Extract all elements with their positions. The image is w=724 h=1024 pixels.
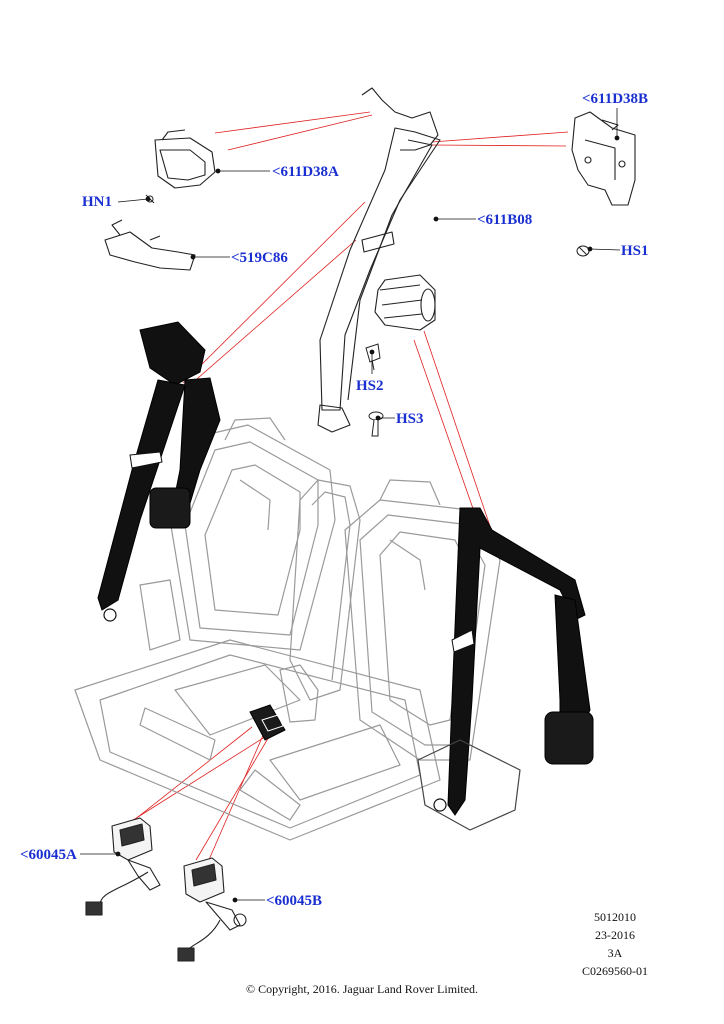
trim-cover-611D38A	[154, 129, 216, 189]
diagram-ref-number: 5012010	[594, 910, 636, 924]
callout-611B08[interactable]: <611B08	[477, 212, 533, 228]
copyright-notice: © Copyright, 2016. Jaguar Land Rover Lim…	[245, 982, 479, 996]
callout-HN1[interactable]: HN1	[82, 194, 112, 210]
center-buckle-on-seat	[249, 704, 286, 741]
diagram-revision: 3A	[607, 946, 623, 960]
buckle-60045B	[177, 857, 247, 962]
buckle-60045A	[85, 817, 161, 916]
fastener-HS2	[365, 343, 381, 371]
red-reference-lines	[123, 111, 569, 863]
callout-611D38A[interactable]: <611D38A	[272, 164, 339, 180]
diagram-illustration-code: C0269560-01	[582, 964, 648, 978]
callout-60045A[interactable]: <60045A	[20, 847, 77, 863]
right-outboard-belt	[417, 507, 594, 831]
callout-leaders	[80, 108, 621, 903]
diagram-date-code: 23-2016	[595, 928, 635, 942]
callout-HS1[interactable]: HS1	[621, 243, 649, 259]
callout-519C86[interactable]: <519C86	[231, 250, 288, 266]
trim-519C86	[104, 219, 196, 271]
callout-611D38B[interactable]: <611D38B	[582, 91, 649, 107]
callout-60045B[interactable]: <60045B	[266, 893, 323, 909]
callout-HS3[interactable]: HS3	[396, 411, 424, 427]
left-outboard-belt	[97, 321, 221, 651]
fastener-HS1	[576, 245, 590, 257]
bracket-611D38B	[571, 111, 636, 206]
callout-HS2[interactable]: HS2	[356, 378, 384, 394]
center-belt-611B08	[317, 87, 441, 433]
fastener-HS3	[368, 411, 384, 437]
